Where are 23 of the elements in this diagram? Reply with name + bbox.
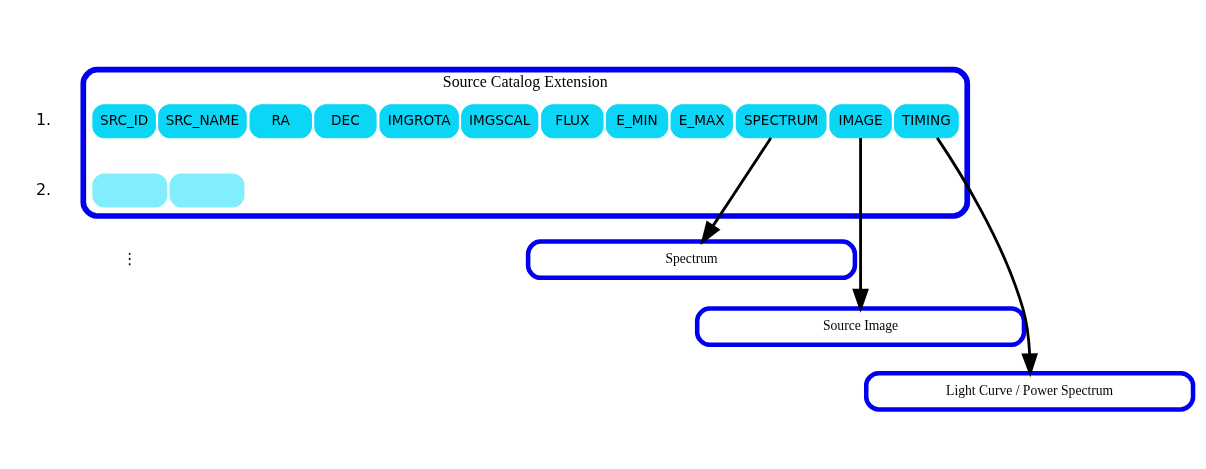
label: ⋮ [121, 248, 138, 268]
node-box: SRC_ID [92, 103, 156, 138]
node-box [169, 172, 245, 207]
node-box: E_MAX [670, 103, 733, 138]
node-box: FLUX [541, 103, 604, 138]
node-box: DEC [314, 103, 377, 138]
node-box: IMAGE [829, 103, 892, 138]
node-box: E_MIN [605, 103, 669, 138]
label: 2. [36, 179, 52, 199]
node-box: Light Curve / Power Spectrum [864, 370, 1196, 412]
node-box: Source Image [694, 305, 1027, 347]
node-box: IMGSCAL [461, 103, 539, 138]
node-box: TIMING [894, 103, 959, 138]
arrow [936, 136, 1039, 377]
node-box: SPECTRUM [735, 103, 827, 138]
label: 1. [36, 109, 52, 129]
node-box: SRC_NAME [158, 103, 247, 138]
node-box [92, 172, 168, 207]
node-box: IMGROTA [379, 103, 459, 138]
arrow [700, 136, 773, 245]
node-box: Spectrum [525, 238, 858, 280]
arrow [852, 137, 869, 313]
node-box: RA [249, 103, 312, 138]
